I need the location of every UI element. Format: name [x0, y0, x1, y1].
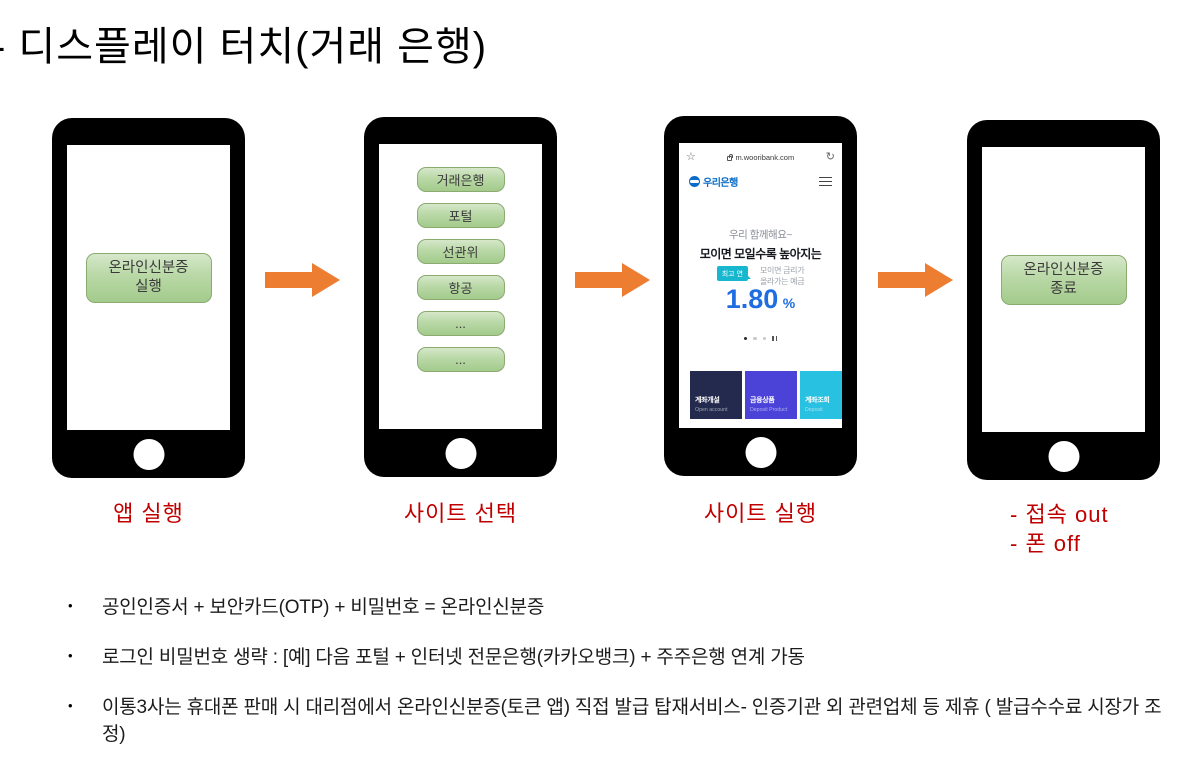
refresh-icon[interactable]: ↻: [825, 150, 835, 163]
caption-site-select: 사이트 선택: [403, 501, 518, 526]
site-button-portal-label: 포털: [448, 209, 473, 224]
bookmark-star-icon[interactable]: ☆: [686, 150, 696, 163]
interest-rate-value: 1.80: [725, 284, 779, 314]
home-button: [133, 439, 164, 470]
online-id-start-button[interactable]: 온라인신분증 실행: [85, 253, 212, 303]
carousel-dot-active[interactable]: [743, 336, 748, 340]
hamburger-menu-icon[interactable]: [819, 176, 832, 187]
site-button-more-1[interactable]: ...: [416, 311, 505, 336]
flow-arrow-icon: [575, 263, 650, 297]
carousel-pause-icon[interactable]: [772, 336, 778, 341]
tile-account-inquiry-label: 계좌조회: [805, 397, 830, 404]
carousel-dot[interactable]: [753, 336, 757, 340]
rate-badge-row: 최고 연 모이면 금리가 올라가는 예금: [679, 266, 842, 288]
tile-open-account-sublabel: Open account: [695, 407, 728, 413]
home-button: [745, 437, 776, 468]
online-id-end-label-line2: 종료: [1050, 281, 1077, 297]
carousel-dots[interactable]: [679, 336, 842, 341]
hero-subtitle: 우리 함께해요~: [728, 229, 793, 241]
note-text: 공인인증서 + 보안카드(OTP) + 비밀번호 = 온라인신분증: [102, 597, 545, 618]
note-item: • 로그인 비밀번호 생략 : [예] 다음 포털 + 인터넷 전문은행(카카오…: [68, 644, 1168, 671]
notes-list: • 공인인증서 + 보안카드(OTP) + 비밀번호 = 온라인신분증 • 로그…: [68, 594, 1168, 758]
tile-financial-product-label: 금융상품: [750, 397, 775, 404]
quick-menu-tiles: 계좌개설 Open account 금융상품 Deposit Product 계…: [690, 371, 842, 419]
tile-open-account-label: 계좌개설: [695, 397, 720, 404]
phone-app-launch-screen: 온라인신분증 실행: [67, 145, 230, 430]
home-button: [1048, 441, 1079, 472]
bullet-icon: •: [68, 598, 73, 613]
note-text: 이통3사는 휴대폰 판매 시 대리점에서 온라인신분증(토큰 앱) 직접 발급 …: [102, 697, 1162, 745]
bank-site-header: 우리은행: [689, 174, 832, 189]
address-bar[interactable]: m.wooribank.com: [727, 153, 794, 162]
phone-session-end-screen: 온라인신분증 종료: [982, 147, 1145, 432]
tile-financial-product-sublabel: Deposit Product: [750, 407, 788, 413]
caption-session-end-line1: - 접속 out: [1010, 502, 1109, 527]
rate-note-line2: 올라가는 예금: [759, 276, 805, 286]
phone-site-running: ☆ m.wooribank.com ↻ 우리은행 우리 함께해요~ 모이면 모일…: [664, 116, 857, 476]
bank-mobile-page: ☆ m.wooribank.com ↻ 우리은행 우리 함께해요~ 모이면 모일…: [679, 143, 842, 428]
site-button-more-2[interactable]: ...: [416, 347, 505, 372]
online-id-start-label-line1: 온라인신분증: [108, 260, 189, 277]
site-button-bank-label: 거래은행: [436, 173, 485, 188]
site-button-portal[interactable]: 포털: [416, 203, 505, 228]
flow-arrow-icon: [265, 263, 340, 297]
phone-session-end: 온라인신분증 종료: [967, 120, 1160, 480]
carousel-dot[interactable]: [762, 336, 767, 340]
bank-logo-icon: [689, 176, 700, 187]
interest-rate-unit: %: [782, 295, 796, 311]
browser-bar: ☆ m.wooribank.com ↻: [686, 148, 835, 166]
caption-session-end-line2: - 폰 off: [1010, 531, 1081, 556]
top-rate-badge: 최고 연: [716, 266, 752, 281]
caption-session-end: - 접속 out - 폰 off: [1010, 500, 1109, 558]
bullet-icon: •: [68, 648, 73, 663]
home-button: [445, 438, 476, 469]
site-button-nec-label: 선관위: [442, 245, 479, 260]
site-button-airline-label: 항공: [448, 281, 473, 296]
site-button-nec[interactable]: 선관위: [416, 239, 505, 264]
bank-logo[interactable]: 우리은행: [689, 174, 738, 189]
note-item: • 이통3사는 휴대폰 판매 시 대리점에서 온라인신분증(토큰 앱) 직접 발…: [68, 694, 1168, 748]
online-id-start-label-line2: 실행: [135, 279, 162, 295]
hero-banner: 우리 함께해요~ 모이면 모일수록 높아지는: [679, 227, 842, 262]
phone-site-select: 거래은행 포털 선관위 항공 ... ...: [364, 117, 557, 477]
slide-title: - 디스플레이 터치(거래 은행): [0, 25, 488, 69]
rate-note: 모이면 금리가 올라가는 예금: [759, 266, 805, 288]
rate-note-line1: 모이면 금리가: [759, 266, 805, 275]
phone-site-select-screen: 거래은행 포털 선관위 항공 ... ...: [379, 144, 542, 429]
tile-financial-product[interactable]: 금융상품 Deposit Product: [745, 371, 797, 419]
online-id-end-button[interactable]: 온라인신분증 종료: [1000, 255, 1127, 305]
tile-account-inquiry[interactable]: 계좌조회 Deposit: [800, 371, 842, 419]
tile-open-account[interactable]: 계좌개설 Open account: [690, 371, 742, 419]
hero-title: 모이면 모일수록 높아지는: [699, 247, 822, 261]
note-item: • 공인인증서 + 보안카드(OTP) + 비밀번호 = 온라인신분증: [68, 594, 1168, 621]
site-button-airline[interactable]: 항공: [416, 275, 505, 300]
bank-logo-text: 우리은행: [703, 178, 738, 189]
online-id-end-label-line1: 온라인신분증: [1023, 262, 1104, 279]
site-button-more-2-label: ...: [455, 352, 466, 367]
site-button-list: 거래은행 포털 선관위 항공 ... ...: [379, 167, 542, 372]
lock-icon: [727, 153, 734, 161]
flow-arrow-icon: [878, 263, 953, 297]
caption-site-running: 사이트 실행: [703, 501, 818, 526]
site-button-more-1-label: ...: [455, 316, 466, 331]
tile-account-inquiry-sublabel: Deposit: [805, 407, 823, 413]
note-text: 로그인 비밀번호 생략 : [예] 다음 포털 + 인터넷 전문은행(카카오뱅크…: [102, 647, 805, 668]
site-button-bank[interactable]: 거래은행: [416, 167, 505, 192]
bullet-icon: •: [68, 698, 73, 713]
caption-app-launch: 앱 실행: [113, 501, 184, 526]
phone-app-launch: 온라인신분증 실행: [52, 118, 245, 478]
interest-rate: 1.80 %: [679, 284, 842, 315]
page-url: m.wooribank.com: [735, 152, 795, 162]
